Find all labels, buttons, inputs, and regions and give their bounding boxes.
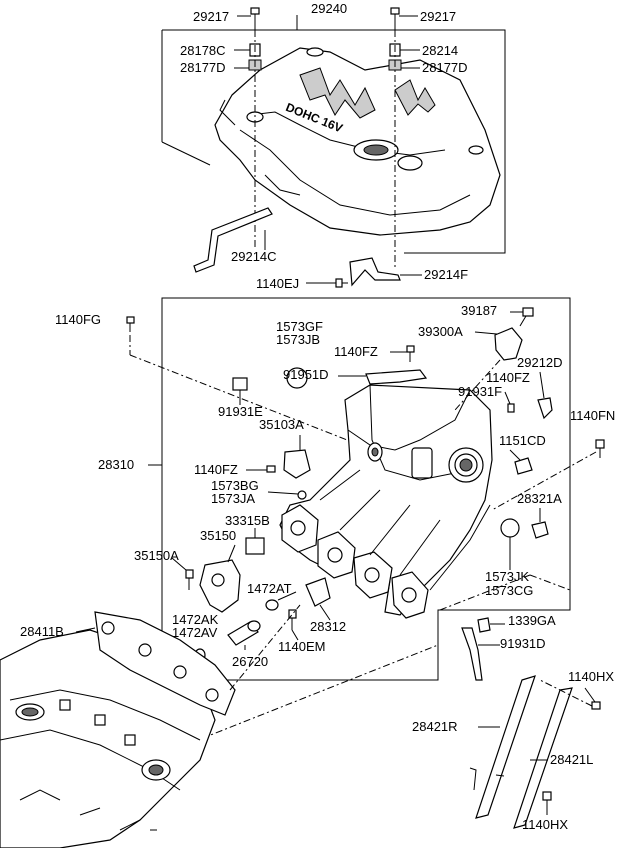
- label-28214: 28214: [422, 43, 459, 58]
- sensor-39300A: [494, 327, 523, 361]
- sensor-35103A: [283, 449, 311, 479]
- label-1140FN: 1140FN: [570, 408, 616, 423]
- label-29212D: 29212D: [517, 355, 563, 370]
- ring-1472AT: [265, 599, 279, 611]
- bolt-1140HX-top: [591, 701, 601, 710]
- bracket-29214C: [193, 207, 273, 273]
- bolt-1140EJ: [335, 278, 348, 288]
- engine-cover: [214, 47, 501, 236]
- label-1140HX-top: 1140HX: [568, 669, 615, 684]
- label-91931F: 91931F: [458, 384, 503, 399]
- label-28411B: 28411B: [20, 624, 64, 639]
- label-29214F: 29214F: [424, 267, 469, 282]
- label-28177D-right: 28177D: [422, 60, 468, 75]
- label-1140EJ: 1140EJ: [256, 276, 300, 291]
- bolt-39187: [519, 307, 534, 327]
- bracket-91951D: [365, 369, 428, 385]
- label-28312: 28312: [310, 619, 347, 634]
- bolt-1140FZ-right: [507, 403, 515, 413]
- plug-1573BG: [297, 490, 307, 500]
- bolt-29217-right: [390, 7, 400, 30]
- gasket-28411B: [94, 611, 236, 716]
- bolt-1140HX-bottom: [542, 791, 552, 801]
- label-1573GF: 1573GF: [276, 319, 323, 334]
- label-28321A: 28321A: [517, 491, 562, 506]
- bolt-1140FG: [126, 316, 135, 332]
- label-29240: 29240: [311, 1, 348, 16]
- intake-manifold: [279, 384, 493, 619]
- label-28421L: 28421L: [550, 752, 594, 767]
- label-1140EM: 1140EM: [278, 639, 326, 654]
- cover-frame: [296, 15, 506, 254]
- label-91931D: 91931D: [500, 636, 546, 651]
- gasket-33315B: [245, 537, 265, 555]
- label-1140FZ-right: 1140FZ: [486, 370, 530, 385]
- nut-1339GA: [477, 617, 491, 633]
- bracket-29214F: [349, 257, 401, 287]
- label-28178C: 28178C: [180, 43, 226, 58]
- bolt-29217-left: [250, 7, 260, 30]
- bracket-91931D: [461, 627, 483, 681]
- fitting-28321A: [531, 521, 549, 539]
- bolt-35150A: [185, 569, 194, 590]
- label-91931E: 91931E: [218, 404, 263, 419]
- label-39187: 39187: [461, 303, 498, 318]
- label-35150: 35150: [200, 528, 237, 543]
- label-1573CG: 1573CG: [485, 583, 534, 598]
- label-29214C: 29214C: [231, 249, 277, 264]
- label-1140FG: 1140FG: [55, 312, 102, 327]
- plug-1573GF: [286, 367, 308, 389]
- label-1151CD: 1151CD: [499, 433, 546, 448]
- label-28310: 28310: [98, 457, 135, 472]
- label-1339GA: 1339GA: [508, 613, 556, 628]
- label-1472AV: 1472AV: [172, 625, 218, 640]
- label-35103A: 35103A: [259, 417, 304, 432]
- label-91951D: 91951D: [283, 367, 329, 382]
- fitting-28312: [305, 577, 331, 607]
- label-29217-left: 29217: [193, 9, 230, 24]
- bolt-1140EM: [288, 609, 297, 630]
- label-1472AT: 1472AT: [247, 581, 292, 596]
- label-1573JK: 1573JK: [485, 569, 530, 584]
- label-33315B: 33315B: [225, 513, 270, 528]
- gasket-91931E: [232, 377, 248, 391]
- label-39300A: 39300A: [418, 324, 463, 339]
- label-1472AK: 1472AK: [172, 612, 219, 627]
- label-28177D-left: 28177D: [180, 60, 226, 75]
- label-1140HX-bottom: 1140HX: [522, 817, 569, 832]
- label-26720: 26720: [232, 654, 269, 669]
- bolt-1140FZ-top: [406, 345, 415, 362]
- plug-1573JK: [500, 518, 520, 538]
- bolt-1140FZ-left: [266, 465, 276, 473]
- label-1573JA: 1573JA: [211, 491, 256, 506]
- stay-28421L: [513, 687, 573, 829]
- label-35150A: 35150A: [134, 548, 179, 563]
- stay-28421R: [475, 675, 536, 819]
- label-29217-right: 29217: [420, 9, 457, 24]
- label-28421R: 28421R: [412, 719, 458, 734]
- label-1140FZ-top: 1140FZ: [334, 344, 378, 359]
- label-1573BG: 1573BG: [211, 478, 259, 493]
- fitting-29212D: [537, 397, 553, 420]
- label-1140FZ-left: 1140FZ: [194, 462, 238, 477]
- label-1573JB: 1573JB: [276, 332, 321, 347]
- bolt-1140FN: [595, 439, 605, 458]
- stud-1151CD: [514, 457, 533, 475]
